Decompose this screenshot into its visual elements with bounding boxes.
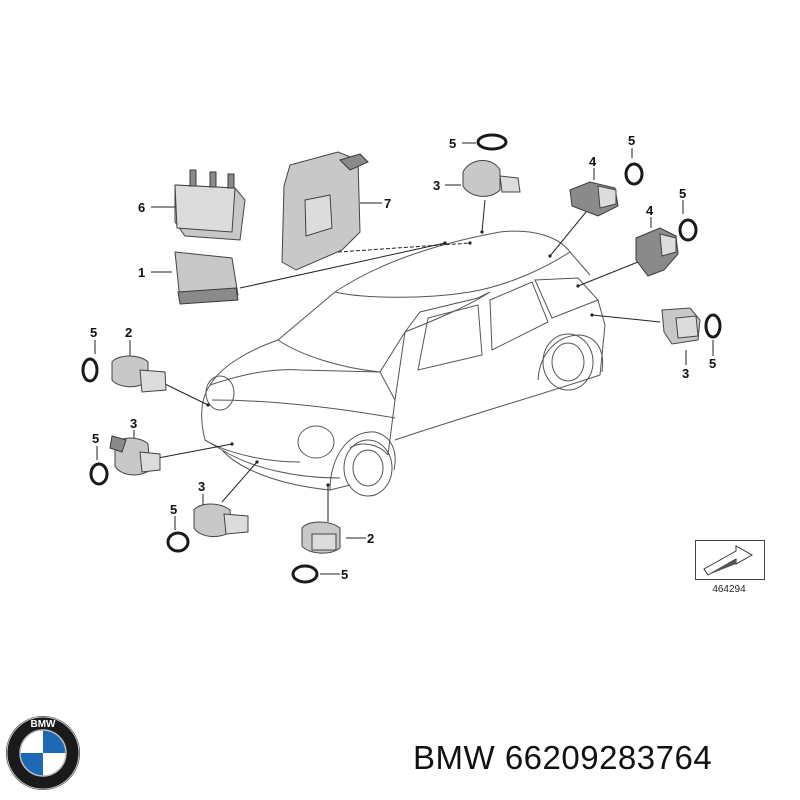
part-caption: BMW 66209283764 bbox=[413, 739, 713, 776]
callout-2-side: 2 bbox=[367, 531, 374, 546]
callout-5-left-low: 5 bbox=[92, 431, 99, 446]
callout-4-lower: 4 bbox=[646, 203, 654, 218]
attachment-points bbox=[206, 230, 594, 487]
part-3-sensor-top bbox=[462, 160, 521, 197]
callout-3-rear: 3 bbox=[682, 366, 689, 381]
callout-4-upper: 4 bbox=[589, 154, 597, 169]
callout-numbers: 6 1 7 3 5 5 4 5 4 3 5 5 2 5 3 5 3 2 5 bbox=[90, 133, 716, 582]
leader-3-lower bbox=[221, 461, 258, 503]
callout-5-rear: 5 bbox=[709, 356, 716, 371]
bmw-logo: BMW bbox=[6, 716, 80, 790]
callout-5-side: 5 bbox=[341, 567, 348, 582]
ring-5-bottom bbox=[166, 531, 190, 553]
leader-3-front bbox=[157, 443, 233, 459]
leader-7 bbox=[337, 242, 471, 253]
callout-7: 7 bbox=[384, 196, 391, 211]
leader-3-rear bbox=[591, 314, 661, 323]
callout-5-right: 5 bbox=[679, 186, 686, 201]
callout-3-bottom: 3 bbox=[198, 479, 205, 494]
part-3-sensor-bottom bbox=[193, 503, 249, 537]
part-2-sensor-front bbox=[111, 355, 167, 393]
callout-5-top-right: 5 bbox=[628, 133, 635, 148]
leader-4a bbox=[549, 211, 587, 257]
part-3-sensor-front bbox=[109, 435, 161, 476]
ring-5-left bbox=[81, 357, 99, 383]
leader-lines bbox=[94, 142, 714, 575]
callout-6: 6 bbox=[138, 200, 145, 215]
ring-5-top-right bbox=[624, 162, 644, 186]
leader-4b bbox=[577, 261, 639, 287]
reference-arrow-box bbox=[695, 540, 765, 580]
ring-5-side bbox=[291, 564, 319, 584]
callout-3-roof: 3 bbox=[433, 178, 440, 193]
callout-5-left: 5 bbox=[90, 325, 97, 340]
leader-3-roof bbox=[481, 199, 486, 233]
rings bbox=[81, 133, 722, 584]
part-1-control-unit bbox=[174, 251, 239, 305]
ring-5-rear bbox=[704, 313, 722, 339]
ring-5-roof bbox=[476, 133, 508, 151]
reference-number: 464294 bbox=[712, 584, 746, 595]
part-4-holder-lower bbox=[635, 227, 679, 277]
callout-3-front: 3 bbox=[130, 416, 137, 431]
part-2-sensor-side bbox=[301, 521, 341, 554]
callout-1: 1 bbox=[138, 265, 145, 280]
leader-2-front bbox=[164, 383, 209, 406]
ring-5-left-low bbox=[89, 462, 109, 486]
part-7-bracket bbox=[281, 151, 369, 271]
leader-1 bbox=[239, 242, 446, 289]
part-3-sensor-rear bbox=[661, 307, 701, 345]
callout-5-roof: 5 bbox=[449, 136, 456, 151]
callout-5-bottom: 5 bbox=[170, 502, 177, 517]
ring-5-right bbox=[678, 218, 698, 242]
callout-2-front: 2 bbox=[125, 325, 132, 340]
part-6-ecu-housing bbox=[174, 169, 246, 241]
car-outline bbox=[201, 230, 606, 497]
logo-text: BMW bbox=[31, 719, 57, 730]
part-4-holder-upper bbox=[569, 181, 619, 217]
reference-arrow-icon bbox=[703, 545, 754, 576]
